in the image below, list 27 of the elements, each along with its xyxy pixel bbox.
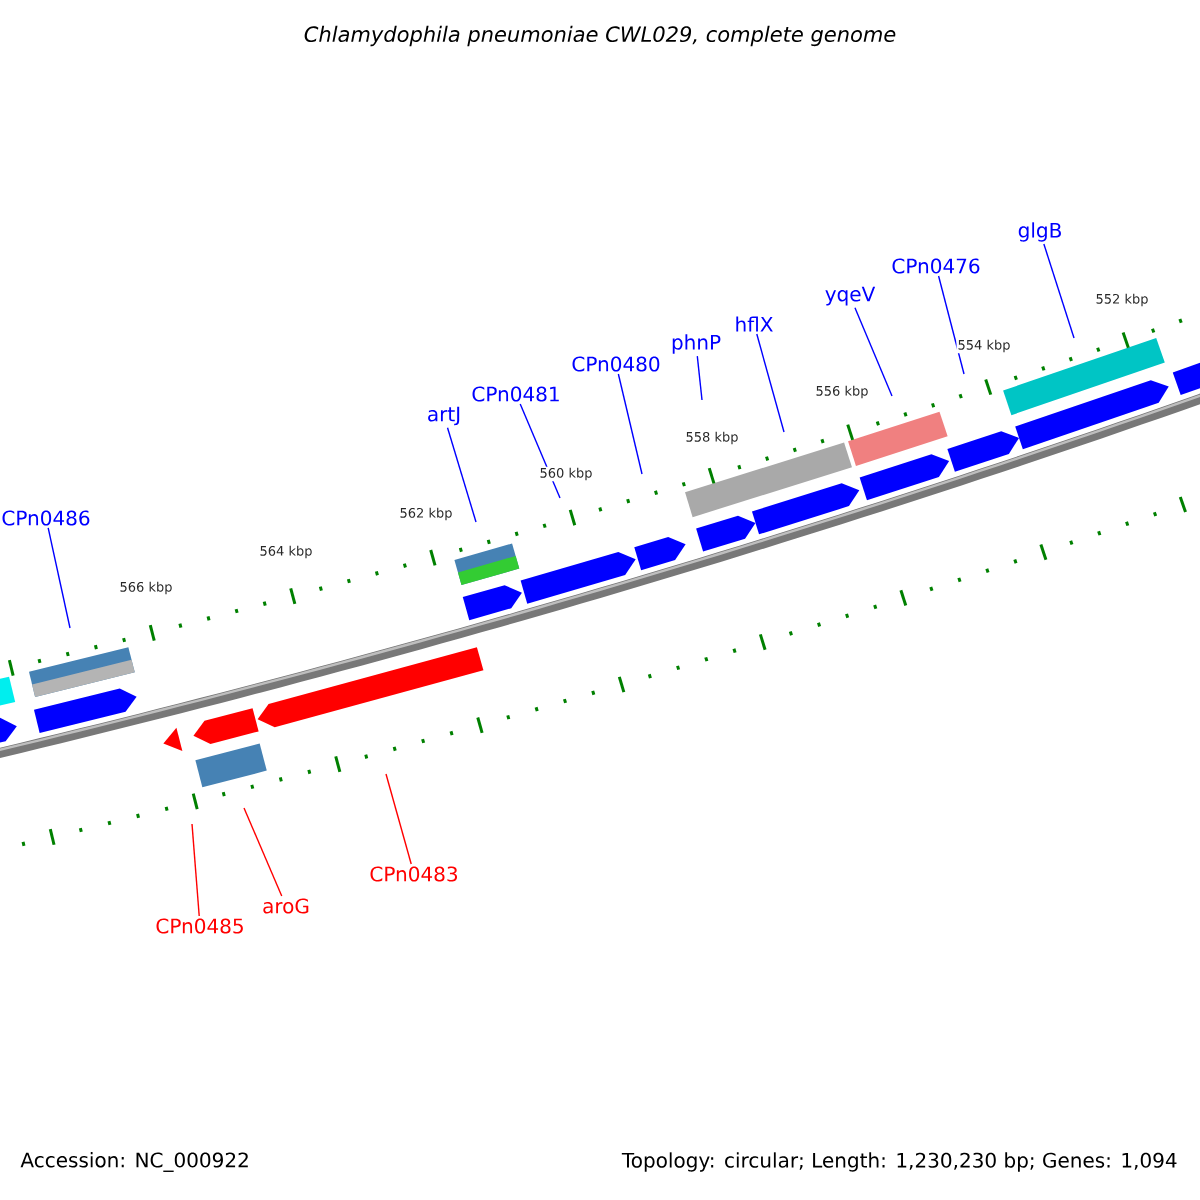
leader-line bbox=[519, 403, 561, 499]
leader-line bbox=[854, 307, 893, 397]
leader-line bbox=[617, 373, 643, 475]
gene-label: CPn0483 bbox=[370, 866, 458, 882]
gene-label: CPn0486 bbox=[2, 510, 90, 526]
leader-line bbox=[696, 355, 703, 401]
genome-stats-text: Topology: circular; Length: 1,230,230 bp; Genes: 1,094 bbox=[621, 1152, 1177, 1172]
leader-line bbox=[1043, 243, 1075, 339]
leader-line bbox=[243, 807, 283, 897]
gene-label: phnP bbox=[672, 334, 721, 354]
gene-label: CPn0485 bbox=[156, 918, 243, 934]
gene-label: yqeV bbox=[825, 286, 876, 306]
leader-line bbox=[937, 275, 965, 375]
title: Chlamydophila pneumoniae CWL029, complete genome bbox=[304, 25, 896, 47]
leader-line bbox=[446, 427, 477, 523]
gene-label: aroG bbox=[263, 898, 309, 914]
gene-label: hflX bbox=[736, 316, 773, 332]
gene-label: artJ bbox=[428, 406, 460, 426]
gene-label: CPn0481 bbox=[472, 386, 559, 402]
leader-line bbox=[191, 823, 200, 917]
leader-line bbox=[756, 333, 785, 433]
gene-label: CPn0480 bbox=[572, 356, 660, 372]
accession-text: Accession: NC_000922 bbox=[20, 1152, 248, 1172]
leader-line bbox=[47, 527, 71, 629]
gene-label: glgB bbox=[1018, 222, 1061, 242]
leader-line bbox=[385, 773, 412, 865]
gene-label: CPn0476 bbox=[892, 258, 980, 274]
